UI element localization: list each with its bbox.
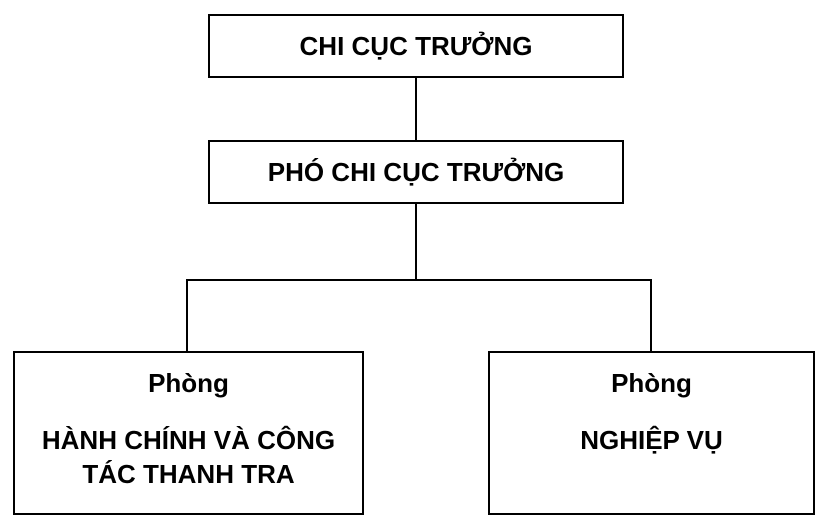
- ops-dept-name: NGHIỆP VỤ: [490, 423, 813, 457]
- admin-dept-label: Phòng: [148, 368, 229, 398]
- admin-dept-name: HÀNH CHÍNH VÀ CÔNG TÁC THANH TRA: [15, 423, 362, 491]
- ops-dept-name-line-1: NGHIỆP VỤ: [580, 425, 723, 455]
- admin-dept-name-line-2: TÁC THANH TRA: [82, 459, 295, 489]
- connector-horizontal-branch: [186, 279, 652, 281]
- chief-title: CHI CỤC TRƯỞNG: [299, 30, 533, 61]
- operations-dept-box: Phòng NGHIỆP VỤ: [488, 351, 815, 515]
- connector-deputy-to-branch: [415, 204, 417, 280]
- deputy-chief-title: PHÓ CHI CỤC TRƯỞNG: [267, 156, 565, 187]
- connector-to-admin-dept: [186, 280, 188, 351]
- admin-dept-name-line-1: HÀNH CHÍNH VÀ CÔNG: [41, 425, 336, 455]
- deputy-chief-box: PHÓ CHI CỤC TRƯỞNG: [208, 140, 624, 204]
- ops-dept-label: Phòng: [611, 368, 692, 398]
- chief-box: CHI CỤC TRƯỞNG: [208, 14, 624, 78]
- connector-root-to-deputy: [415, 78, 417, 140]
- connector-to-ops-dept: [650, 280, 652, 351]
- admin-inspection-dept-box: Phòng HÀNH CHÍNH VÀ CÔNG TÁC THANH TRA: [13, 351, 364, 515]
